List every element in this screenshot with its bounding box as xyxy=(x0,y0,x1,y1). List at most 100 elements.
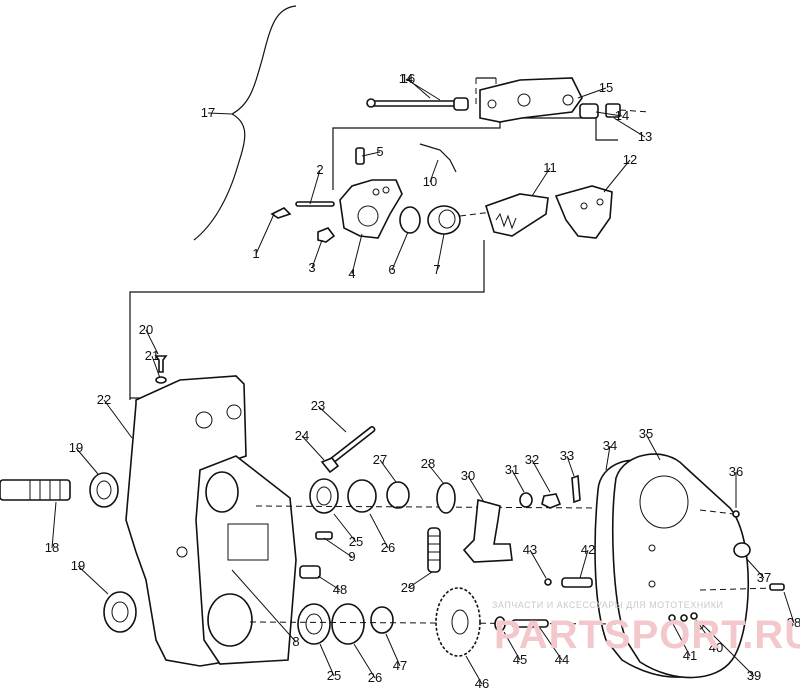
seal-19-lower xyxy=(103,591,137,633)
callout-label: 18 xyxy=(45,540,59,555)
callout-label: 31 xyxy=(505,462,519,477)
callout-label: 17 xyxy=(201,105,215,120)
callout-label: 42 xyxy=(581,542,595,557)
leader-line xyxy=(151,355,161,379)
leader-line xyxy=(255,213,275,255)
leader-line xyxy=(323,537,353,558)
lever-hole xyxy=(372,188,380,196)
leader-line xyxy=(695,619,717,649)
leader-line xyxy=(391,231,409,271)
callout-label: 28 xyxy=(421,456,435,471)
callout-label: 10 xyxy=(423,174,437,189)
shaft-splines xyxy=(29,480,61,500)
callout-label: 23 xyxy=(311,398,325,413)
leader-line xyxy=(577,87,607,99)
bracket-hole xyxy=(562,94,574,106)
seal-19-lower-bore xyxy=(111,601,129,623)
leader-line xyxy=(407,571,433,589)
leader-line xyxy=(75,447,99,475)
pin-42 xyxy=(561,577,593,588)
cover-35 xyxy=(612,453,750,679)
callout-label: 35 xyxy=(639,426,653,441)
lower-assembly xyxy=(0,355,785,679)
housing-stud xyxy=(176,546,188,558)
callout-label: 4 xyxy=(348,266,355,281)
axis-line xyxy=(699,587,777,591)
callout-label: 6 xyxy=(388,262,395,277)
spacer-27 xyxy=(386,481,410,509)
housing-hole xyxy=(195,411,213,429)
washer-21 xyxy=(155,376,167,384)
leader-line xyxy=(603,159,631,193)
lever-hole xyxy=(357,205,379,227)
callout-label: 25 xyxy=(327,668,341,683)
pad-hole xyxy=(580,202,588,210)
leader-line xyxy=(613,117,646,138)
callout-label: 46 xyxy=(475,676,489,690)
cover-dome xyxy=(639,475,689,529)
bracket-hole xyxy=(517,93,531,107)
ring-26-upper xyxy=(347,479,377,513)
pin-44 xyxy=(511,619,549,628)
leader-line xyxy=(645,433,661,461)
upper-assembly xyxy=(193,5,651,243)
bolt-36 xyxy=(732,510,740,518)
leader-line xyxy=(145,329,159,355)
pin-16 xyxy=(369,100,459,107)
callout-label: 30 xyxy=(461,468,475,483)
callout-label: 34 xyxy=(603,438,617,453)
leader-line xyxy=(671,621,691,657)
leader-line xyxy=(379,459,397,483)
callout-label: 41 xyxy=(683,648,697,663)
callout-label: 39 xyxy=(747,668,761,683)
callout-label: 25 xyxy=(349,534,363,549)
callout-label: 27 xyxy=(373,452,387,467)
nut-32 xyxy=(541,493,562,509)
watermark-tagline: ЗАПЧАСТИ И АКСЕССУАРЫ ДЛЯ МОТОТЕХНИКИ xyxy=(492,600,723,610)
nut-3 xyxy=(317,227,336,243)
leader-line xyxy=(465,655,483,685)
leader-line xyxy=(333,513,357,543)
leader-line xyxy=(539,627,563,661)
cover-hole xyxy=(696,622,704,630)
leader-line xyxy=(529,549,547,579)
leader-line xyxy=(353,643,376,679)
callout-label: 43 xyxy=(523,542,537,557)
tensioner-30 xyxy=(462,498,513,563)
leader-line xyxy=(745,557,765,579)
arm-11 xyxy=(485,193,549,237)
callout-label: 22 xyxy=(97,392,111,407)
leader-line xyxy=(467,475,485,503)
nut-24 xyxy=(320,457,340,474)
axis-line xyxy=(459,211,493,217)
callout-label: 9 xyxy=(348,549,355,564)
bearing-25-lower xyxy=(297,603,331,645)
callout-label: 40 xyxy=(709,640,723,655)
leader-line xyxy=(103,399,133,439)
group-brace xyxy=(193,5,297,241)
clip-1 xyxy=(270,207,292,219)
callout-label: 38 xyxy=(787,615,800,630)
ring-26-lower xyxy=(331,603,365,645)
bearing-25-upper xyxy=(309,478,339,514)
bushing-7-bore xyxy=(438,209,456,229)
leader-line xyxy=(427,463,445,485)
pad-hole xyxy=(596,198,604,206)
leader-line xyxy=(369,513,389,549)
callout-label: 15 xyxy=(599,80,613,95)
stud-48 xyxy=(299,565,321,579)
leader-line xyxy=(503,631,521,661)
callout-label: 47 xyxy=(393,658,407,673)
axis-line xyxy=(255,505,601,509)
leader-line xyxy=(407,78,431,99)
leader-line xyxy=(301,435,325,461)
axis-line xyxy=(619,109,651,113)
leader-line xyxy=(699,621,755,677)
leader-line xyxy=(311,239,323,269)
gear-46 xyxy=(435,587,481,657)
leader-line xyxy=(51,501,57,549)
bracket-15 xyxy=(479,77,583,123)
callout-label: 20 xyxy=(139,322,153,337)
